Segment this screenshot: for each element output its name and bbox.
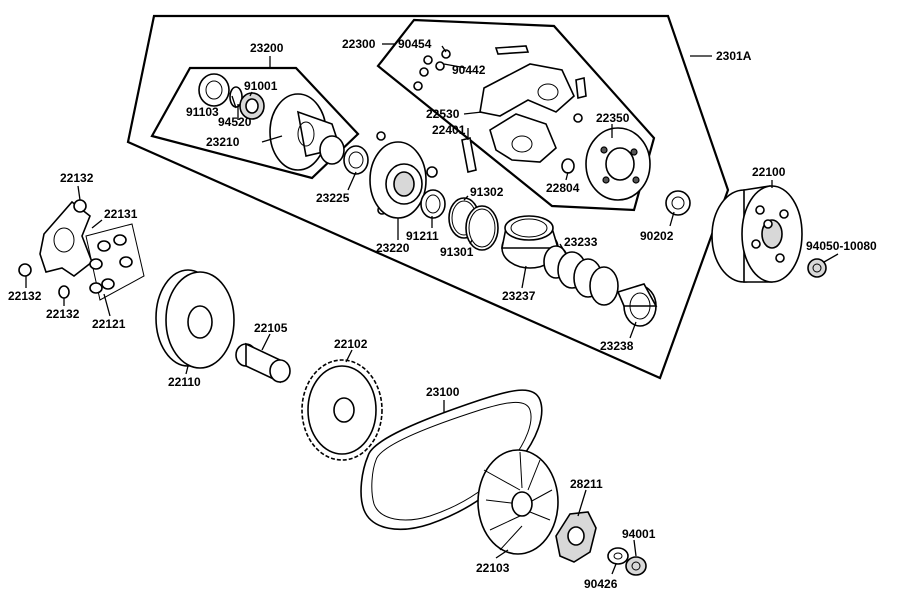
label-23238: 23238 (600, 339, 634, 353)
label-22105: 22105 (254, 321, 288, 335)
movable-driven-face-23220 (369, 141, 427, 219)
label-91301: 91301 (440, 245, 474, 259)
label-90426: 90426 (584, 577, 618, 591)
driven-face-23210 (269, 93, 345, 171)
rollers-22121 (85, 223, 145, 301)
oring-91301 (465, 205, 499, 251)
ramp-plate-22131 (39, 200, 93, 277)
label-23100: 23100 (426, 385, 460, 399)
pin-small-1 (376, 131, 386, 141)
part-labels: 2301A 23200 22300 90454 90442 91001 9110… (8, 37, 877, 591)
label-22350: 22350 (596, 111, 630, 125)
label-91103: 91103 (186, 105, 219, 119)
label-22530: 22530 (426, 107, 460, 121)
subframe-22300 (376, 18, 656, 212)
nut-90202 (665, 190, 691, 216)
leader-lines (25, 45, 839, 575)
label-91211: 91211 (406, 229, 439, 243)
spring-22401 (461, 77, 587, 173)
slider-22132-left (18, 263, 32, 277)
nut-94050 (807, 258, 827, 278)
label-23200: 23200 (250, 41, 284, 55)
label-2301a: 2301A (716, 49, 752, 63)
label-23225: 23225 (316, 191, 350, 205)
gear-22102 (301, 359, 383, 461)
nut-94001 (625, 556, 647, 576)
label-22804: 22804 (546, 181, 580, 195)
label-23210: 23210 (206, 135, 240, 149)
collar-23237 (501, 215, 560, 269)
small-nuts-90454 (413, 49, 451, 91)
label-22100: 22100 (752, 165, 786, 179)
label-22102: 22102 (334, 337, 368, 351)
label-23237: 23237 (502, 289, 536, 303)
slider-22132-bottom (58, 285, 70, 299)
label-94520: 94520 (218, 115, 252, 129)
assembly-frame-2301a (126, 14, 730, 380)
label-91001: 91001 (244, 79, 278, 93)
bushing-22105 (235, 342, 291, 384)
label-90202: 90202 (640, 229, 674, 243)
label-90442: 90442 (452, 63, 486, 77)
label-22103: 22103 (476, 561, 510, 575)
label-22132-left: 22132 (8, 289, 42, 303)
oring-small (426, 166, 438, 178)
label-22121: 22121 (92, 317, 126, 331)
bearing-91103 (198, 73, 230, 107)
plate-28211 (555, 511, 597, 563)
label-22131: 22131 (104, 207, 138, 221)
spring-23233 (543, 245, 619, 306)
label-22132-top: 22132 (60, 171, 94, 185)
seat-23238 (616, 283, 658, 327)
pin-22804 (561, 158, 575, 174)
clutch-bell-22100 (711, 185, 803, 283)
label-94050: 94050-10080 (806, 239, 877, 253)
label-23220: 23220 (376, 241, 410, 255)
label-90454: 90454 (398, 37, 432, 51)
spring-clip-top (494, 45, 530, 55)
seal-91211 (420, 189, 446, 219)
label-22300: 22300 (342, 37, 376, 51)
clutch-shoes-22530 (479, 63, 575, 163)
drive-face-22110 (155, 269, 235, 369)
washer-90426 (607, 547, 629, 565)
small-pin-right (573, 113, 583, 123)
label-22401: 22401 (432, 123, 466, 137)
label-28211: 28211 (570, 477, 603, 491)
label-94001: 94001 (622, 527, 656, 541)
label-22132-bottom: 22132 (46, 307, 80, 321)
seal-23225 (343, 145, 369, 175)
slider-22132-top (73, 199, 87, 213)
clutch-plate-22350 (585, 127, 651, 201)
label-23233: 23233 (564, 235, 598, 249)
fan-drive-face-22103 (477, 449, 559, 555)
label-22110: 22110 (168, 375, 201, 389)
label-91302: 91302 (470, 185, 504, 199)
